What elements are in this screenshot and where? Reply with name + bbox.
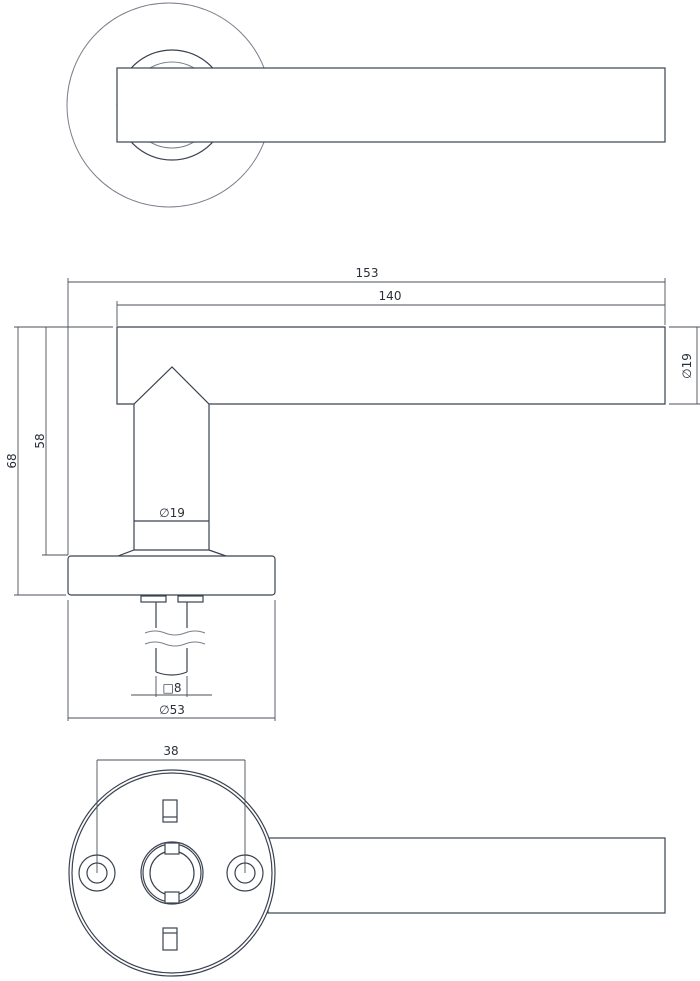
rose-side	[67, 555, 276, 596]
dim-140: 140	[379, 289, 402, 303]
rose-outer	[68, 769, 276, 977]
dim-rose-diameter: ∅53	[159, 703, 185, 717]
dim-lever-diameter: ∅19	[680, 353, 694, 379]
lever-side	[116, 326, 666, 405]
screw-hole-left	[78, 854, 116, 892]
dim-spindle: □8	[163, 681, 182, 695]
screw-hole-right	[226, 854, 264, 892]
drawing-line	[140, 595, 167, 603]
drawing-line	[86, 862, 108, 884]
neck	[133, 404, 210, 550]
spindle	[155, 602, 188, 672]
lever-bottom	[267, 837, 666, 914]
slot-top	[162, 799, 178, 823]
rose-view: 38	[68, 744, 666, 977]
drawing-line	[155, 671, 188, 676]
side-view: 153 140 68 58 ∅19 ∅19 □8 ∅53	[5, 266, 700, 721]
drawing-line	[71, 772, 273, 974]
spindle-hub	[140, 841, 204, 905]
collar-flare	[117, 549, 227, 557]
lever-top	[116, 67, 666, 143]
slot-bottom	[162, 927, 178, 951]
dim-58: 58	[33, 433, 47, 448]
drawing-line	[164, 842, 180, 855]
dim-153: 153	[356, 266, 379, 280]
dim-screw-spacing: 38	[163, 744, 178, 758]
dim-68: 68	[5, 453, 19, 468]
top-view	[66, 2, 666, 208]
drawing-line	[234, 862, 256, 884]
drawing-line	[164, 891, 180, 904]
drawing-line	[177, 595, 204, 603]
dim-neck-diameter: ∅19	[159, 506, 185, 520]
break-lines	[144, 630, 206, 647]
